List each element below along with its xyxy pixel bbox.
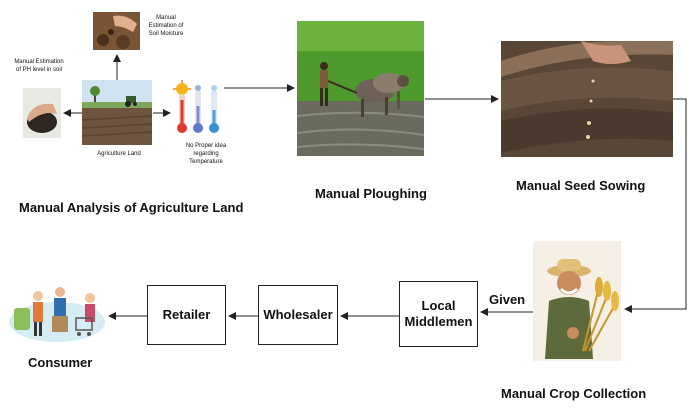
wholesaler-label: Wholesaler [263,307,333,322]
retailer-label: Retailer [162,307,211,322]
consumer-title: Consumer [28,355,93,370]
soil-moisture-photo [93,12,140,50]
agriculture-land-caption: Agriculture Land [97,151,141,157]
ph-level-caption: Manual Estimation of PH level in soil [14,59,64,73]
temperature-icons [172,80,224,136]
mild-thermometer-icon [193,85,203,133]
agriculture-land-photo [82,80,152,145]
hot-thermometer-icon [177,94,187,133]
crop-collection-title: Manual Crop Collection [501,386,647,401]
temperature-caption: No Proper idea regarding Temperature [185,143,227,165]
analysis-title: Manual Analysis of Agriculture Land [19,200,244,215]
ploughing-title: Manual Ploughing [315,186,427,201]
wholesaler-box: Wholesaler [258,285,338,345]
cold-thermometer-icon [209,85,219,133]
local-middlemen-box: Local Middlemen [399,281,478,347]
arrow-sowing-collection [624,98,687,313]
local-middlemen-label: Local Middlemen [404,298,473,329]
seed-sowing-title: Manual Seed Sowing [516,178,646,193]
retailer-box: Retailer [147,285,226,345]
seed-sowing-photo [501,41,673,157]
given-label: Given [489,292,526,307]
crop-collection-photo [533,241,621,361]
soil-moisture-caption: Manual Estimation of Soil Moisture [148,15,184,37]
ploughing-photo [297,21,424,156]
consumer-illustration [8,282,106,342]
ph-level-photo [23,88,61,138]
